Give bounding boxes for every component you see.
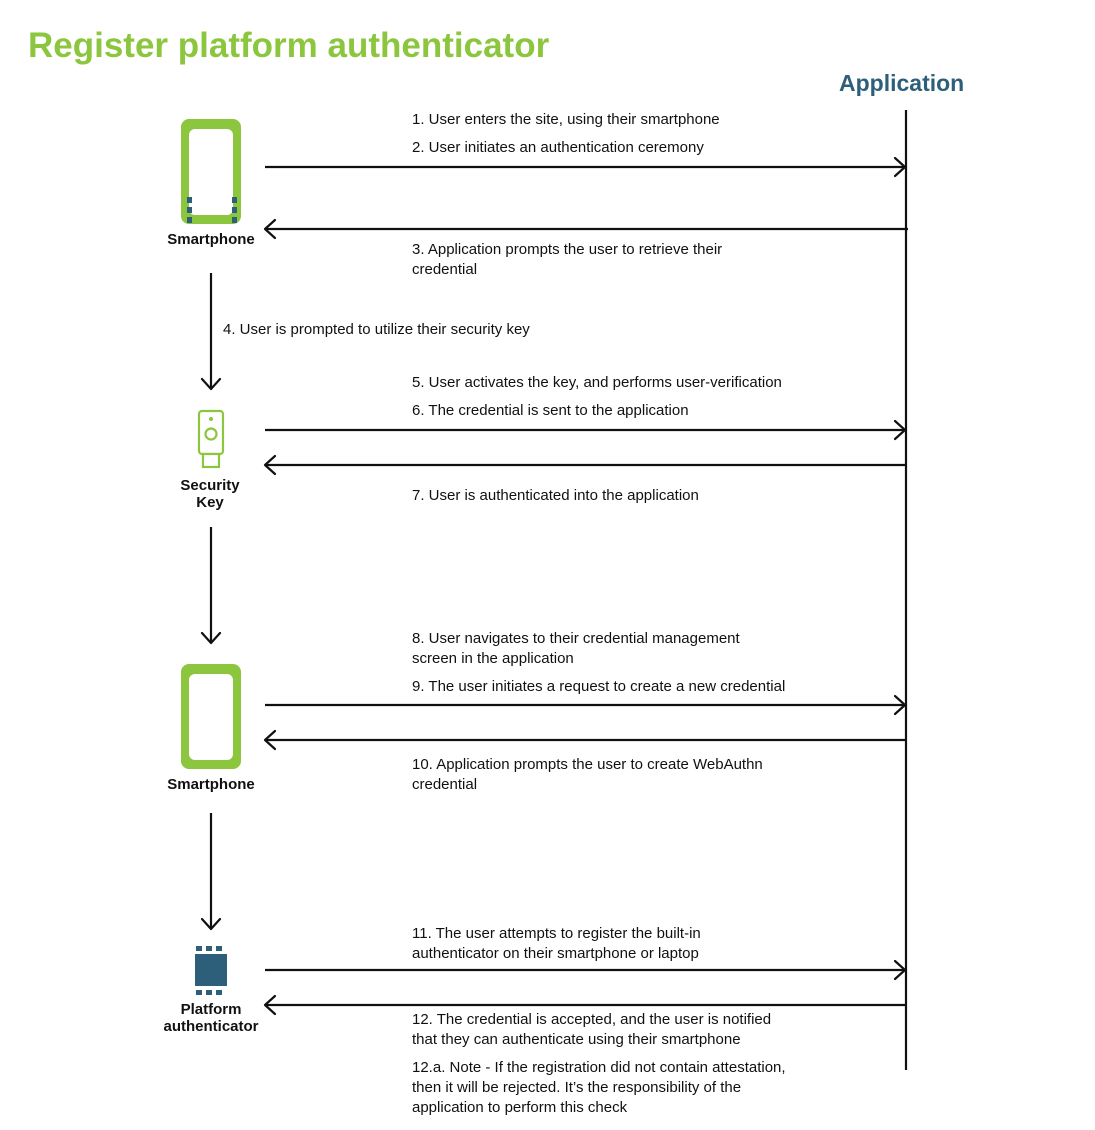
arrow-down-to-smartphone xyxy=(200,527,222,645)
arrow-to-application xyxy=(265,419,907,441)
step-12-text: 12. The credential is accepted, and the … xyxy=(412,1011,771,1028)
diagram-title: Register platform authenticator xyxy=(28,26,550,65)
actor-label-security: Security xyxy=(180,477,240,494)
arrow-down-to-security-key xyxy=(200,273,222,391)
application-header: Application xyxy=(839,70,964,96)
arrow-to-smartphone xyxy=(263,729,906,751)
chip-pin xyxy=(206,990,212,995)
chip-pin xyxy=(232,207,237,213)
arrow-to-application xyxy=(265,694,907,716)
arrow-to-application xyxy=(265,959,907,981)
step-12a-text-cont: then it will be rejected. It’s the respo… xyxy=(412,1079,741,1096)
arrow-to-security-key xyxy=(263,454,906,476)
step-8-text: 8. User navigates to their credential ma… xyxy=(412,630,741,647)
step-5-text: 5. User activates the key, and performs … xyxy=(412,374,782,391)
step-4-text: 4. User is prompted to utilize their sec… xyxy=(223,321,530,338)
step-10-text-cont: credential xyxy=(412,776,477,793)
step-10-text: 10. Application prompts the user to crea… xyxy=(412,756,763,773)
actor-label-authenticator: authenticator xyxy=(163,1018,258,1035)
smartphone-icon xyxy=(181,119,241,224)
step-8-text-cont: screen in the application xyxy=(412,650,574,667)
chip-pin xyxy=(196,946,202,951)
chip-pin xyxy=(232,197,237,203)
chip-pin xyxy=(187,197,192,203)
step-3-text: 3. Application prompts the user to retri… xyxy=(412,241,722,258)
chip-pin xyxy=(187,217,192,223)
step-12-text-cont: that they can authenticate using their s… xyxy=(412,1031,741,1048)
arrow-down-to-platform-authenticator xyxy=(200,813,222,931)
step-11-text: 11. The user attempts to register the bu… xyxy=(412,925,701,942)
arrow-to-platform-authenticator xyxy=(263,994,906,1016)
step-12a-text-end: application to perform this check xyxy=(412,1099,628,1116)
step-2-text: 2. User initiates an authentication cere… xyxy=(412,139,704,156)
smartphone-icon xyxy=(181,664,241,769)
security-key-icon xyxy=(197,409,225,469)
actor-label-smartphone: Smartphone xyxy=(167,776,255,793)
chip-pin xyxy=(206,946,212,951)
step-1-text: 1. User enters the site, using their sma… xyxy=(412,111,720,128)
step-11-text-cont: authenticator on their smartphone or lap… xyxy=(412,945,699,962)
chip-pin xyxy=(216,990,222,995)
step-9-text: 9. The user initiates a request to creat… xyxy=(412,678,785,695)
step-6-text: 6. The credential is sent to the applica… xyxy=(412,402,689,419)
step-12a-text: 12.a. Note - If the registration did not… xyxy=(412,1059,786,1076)
actor-label-smartphone: Smartphone xyxy=(167,231,255,248)
chip-icon xyxy=(187,197,237,995)
actor-label-platform: Platform xyxy=(181,1001,242,1018)
actor-label-key: Key xyxy=(196,494,224,511)
arrow-to-smartphone xyxy=(263,218,908,240)
step-7-text: 7. User is authenticated into the applic… xyxy=(412,487,699,504)
arrow-to-application xyxy=(265,156,907,178)
chip-pin xyxy=(196,990,202,995)
step-3-text-cont: credential xyxy=(412,261,477,278)
chip-pin xyxy=(216,946,222,951)
chip-pin xyxy=(187,207,192,213)
chip-pin xyxy=(232,217,237,223)
